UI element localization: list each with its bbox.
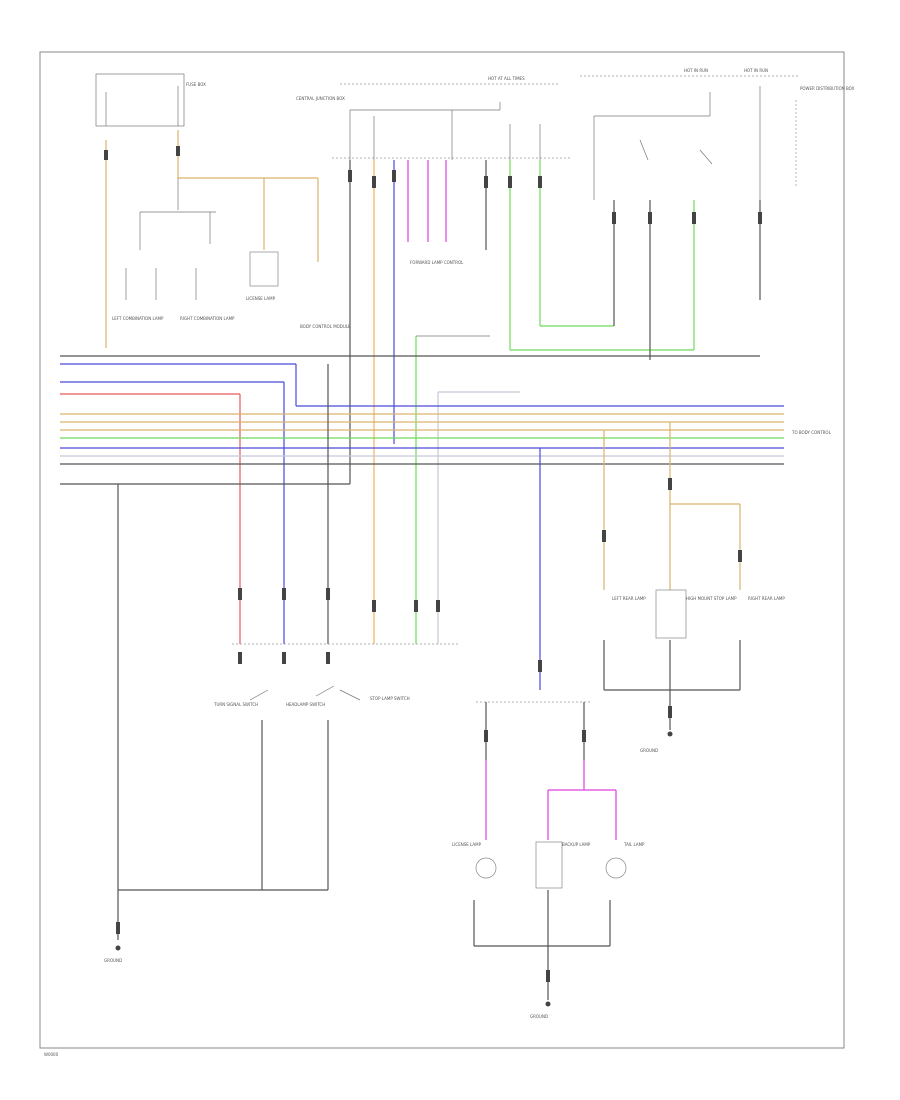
- ground-symbols: [115, 731, 673, 1007]
- label-component-mid: FORWARD LAMP CONTROL: [410, 260, 464, 265]
- label-fuse-box-right: POWER DISTRIBUTION BOX: [800, 86, 855, 91]
- label-component-bottom-1: LICENSE LAMP: [452, 842, 482, 847]
- label-fuse-hot-1: HOT AT ALL TIMES: [488, 76, 525, 81]
- label-fuse-box-left: FUSE BOX: [186, 82, 206, 87]
- fuse-box-mid: [332, 102, 572, 160]
- label-component-right-2: HIGH MOUNT STOP LAMP: [686, 596, 737, 601]
- label-component-left-2: RIGHT COMBINATION LAMP: [180, 316, 235, 321]
- label-component-bottom-2: BACKUP LAMP: [562, 842, 591, 847]
- label-component-right-1: LEFT REAR LAMP: [612, 596, 646, 601]
- switch-cluster: [117, 484, 460, 940]
- label-component-left-3: LICENSE LAMP: [246, 296, 276, 301]
- label-fuse-box-mid: CENTRAL JUNCTION BOX: [296, 96, 345, 101]
- label-switch-2: HEADLAMP SWITCH: [286, 702, 325, 707]
- label-component-top-mid: BODY CONTROL MODULE: [300, 324, 351, 329]
- label-footer: W0000: [44, 1052, 59, 1057]
- label-layer: HOT AT ALL TIMES HOT IN RUN HOT IN RUN F…: [44, 68, 855, 1057]
- label-component-right-3: RIGHT REAR LAMP: [748, 596, 785, 601]
- label-ground-right: GROUND: [640, 748, 658, 753]
- fuse-box-right: [593, 86, 797, 200]
- label-component-bottom-3: TAIL LAMP: [623, 842, 645, 847]
- label-ground-bottom: GROUND: [530, 1014, 548, 1019]
- diagram-frame: [39, 51, 845, 1049]
- bottom-lamp-group: [473, 701, 627, 1000]
- label-ground-left: GROUND: [104, 958, 122, 963]
- label-switch-1: TURN SIGNAL SWITCH: [213, 702, 258, 707]
- harness-bus: [60, 355, 784, 644]
- label-bus: TO BODY CONTROL: [791, 430, 832, 435]
- rear-lamp-branch: [539, 422, 741, 730]
- connector-marks: [104, 146, 762, 982]
- left-feed-wires: [105, 130, 319, 348]
- label-component-left-1: LEFT COMBINATION LAMP: [112, 316, 164, 321]
- mid-vertical-wires: [349, 160, 761, 644]
- label-switch-3: STOP LAMP SWITCH: [370, 696, 410, 701]
- label-fuse-hot-3: HOT IN RUN: [744, 68, 768, 73]
- fuse-box-left: [95, 73, 185, 127]
- label-fuse-hot-2: HOT IN RUN: [684, 68, 708, 73]
